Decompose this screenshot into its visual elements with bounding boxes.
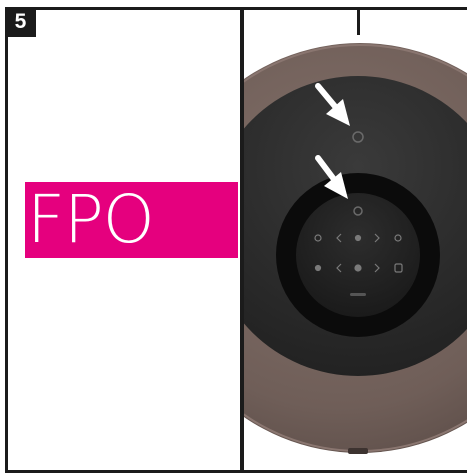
- device-keypad: [296, 193, 420, 317]
- fpo-placeholder-label: FPO: [25, 182, 238, 258]
- panel-divider-left: [240, 7, 244, 473]
- play-pause-icon: [356, 236, 361, 241]
- sun-icon: [355, 265, 361, 271]
- device-bottom-notch: [348, 448, 368, 454]
- moon-icon: [316, 266, 321, 271]
- step-number-badge: 5: [5, 7, 36, 37]
- fpo-text: FPO: [27, 182, 154, 258]
- cord-line: [357, 7, 360, 35]
- step-number: 5: [15, 10, 27, 33]
- brand-mark: [350, 293, 366, 296]
